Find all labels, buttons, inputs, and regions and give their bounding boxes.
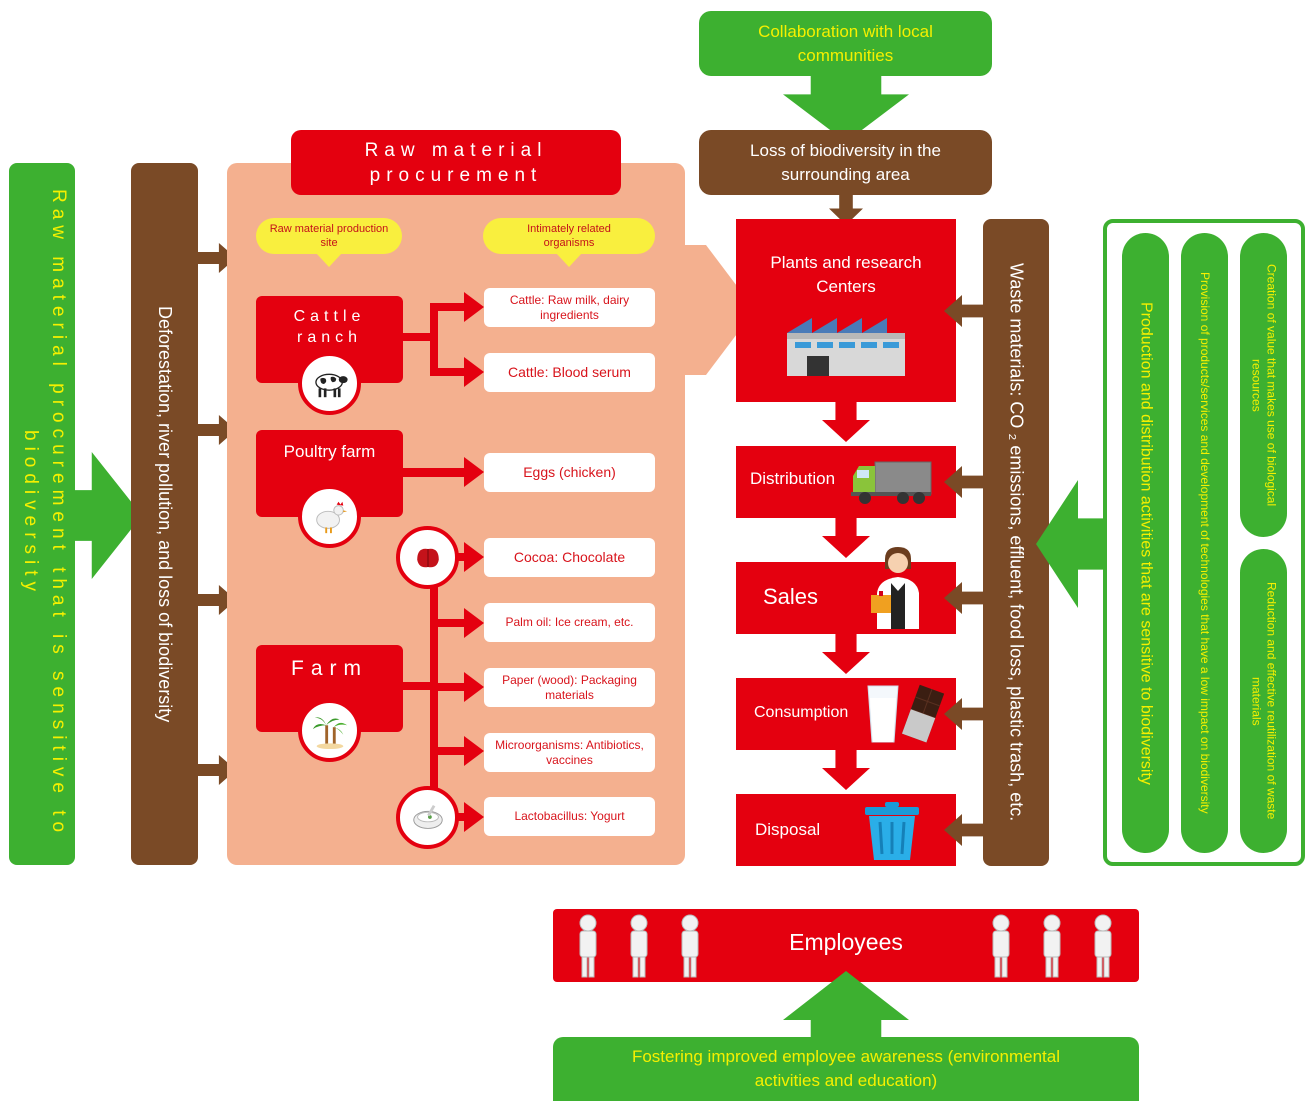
fostering-box: Fostering improved employee awareness (e… [553, 1037, 1139, 1101]
cow-icon [298, 352, 361, 415]
right-panel-creation: Creation of value that makes use of biol… [1240, 233, 1287, 537]
employees-bar: Employees [553, 909, 1139, 982]
collaboration-box: Collaboration with local communities [699, 11, 992, 76]
truck-icon [851, 458, 933, 506]
organism-eggs: Eggs (chicken) [484, 453, 655, 492]
organism-cattle-serum: Cattle: Blood serum [484, 353, 655, 392]
procurement-title: Raw material procurement [291, 130, 621, 195]
right-panel-production: Production and distribution activities t… [1122, 233, 1169, 853]
salesperson-icon [867, 547, 925, 629]
right-panel-reduction: Reduction and effective reutilization of… [1240, 549, 1287, 853]
organism-lactobacillus: Lactobacillus: Yogurt [484, 797, 655, 836]
organisms-label: Intimately related organisms [483, 218, 655, 254]
palm-tree-icon [298, 699, 361, 762]
organism-cocoa: Cocoa: Chocolate [484, 538, 655, 577]
production-site-label: Raw material production site [256, 218, 402, 254]
chain-sales: Sales [736, 562, 956, 634]
left-panel-text: Raw material procurement that is sensiti… [20, 189, 69, 839]
chicken-icon [298, 485, 361, 548]
cocoa-pod-icon [396, 526, 459, 589]
site-poultry-farm-label: Poultry farm [283, 442, 376, 461]
organism-paper: Paper (wood): Packaging materials [484, 668, 655, 707]
milk-chocolate-icon [866, 684, 948, 744]
organism-palm-oil: Palm oil: Ice cream, etc. [484, 603, 655, 642]
trash-bin-icon [863, 800, 921, 860]
left-panel: Raw material procurement that is sensiti… [9, 163, 75, 865]
right-panel-provision: Provision of products/services and devel… [1181, 233, 1228, 853]
organism-cattle-milk: Cattle: Raw milk, dairy ingredients [484, 288, 655, 327]
waste-bar-text: Waste materials: CO ₂ emissions, effluen… [1006, 263, 1027, 822]
impact-bar: Deforestation, river pollution, and loss… [131, 163, 198, 865]
loss-box: Loss of biodiversity in the surrounding … [699, 130, 992, 195]
chain-disposal: Disposal [736, 794, 956, 866]
site-farm-label: Farm [291, 657, 368, 680]
procurement-title-text: Raw material procurement [364, 139, 548, 186]
site-cattle-ranch-label: Cattle ranch [293, 308, 366, 346]
impact-bar-text: Deforestation, river pollution, and loss… [155, 305, 175, 723]
factory-icon [787, 308, 905, 376]
worker-icon [579, 914, 1112, 978]
organism-microorganisms: Microorganisms: Antibiotics, vaccines [484, 733, 655, 772]
yogurt-icon [396, 786, 459, 849]
